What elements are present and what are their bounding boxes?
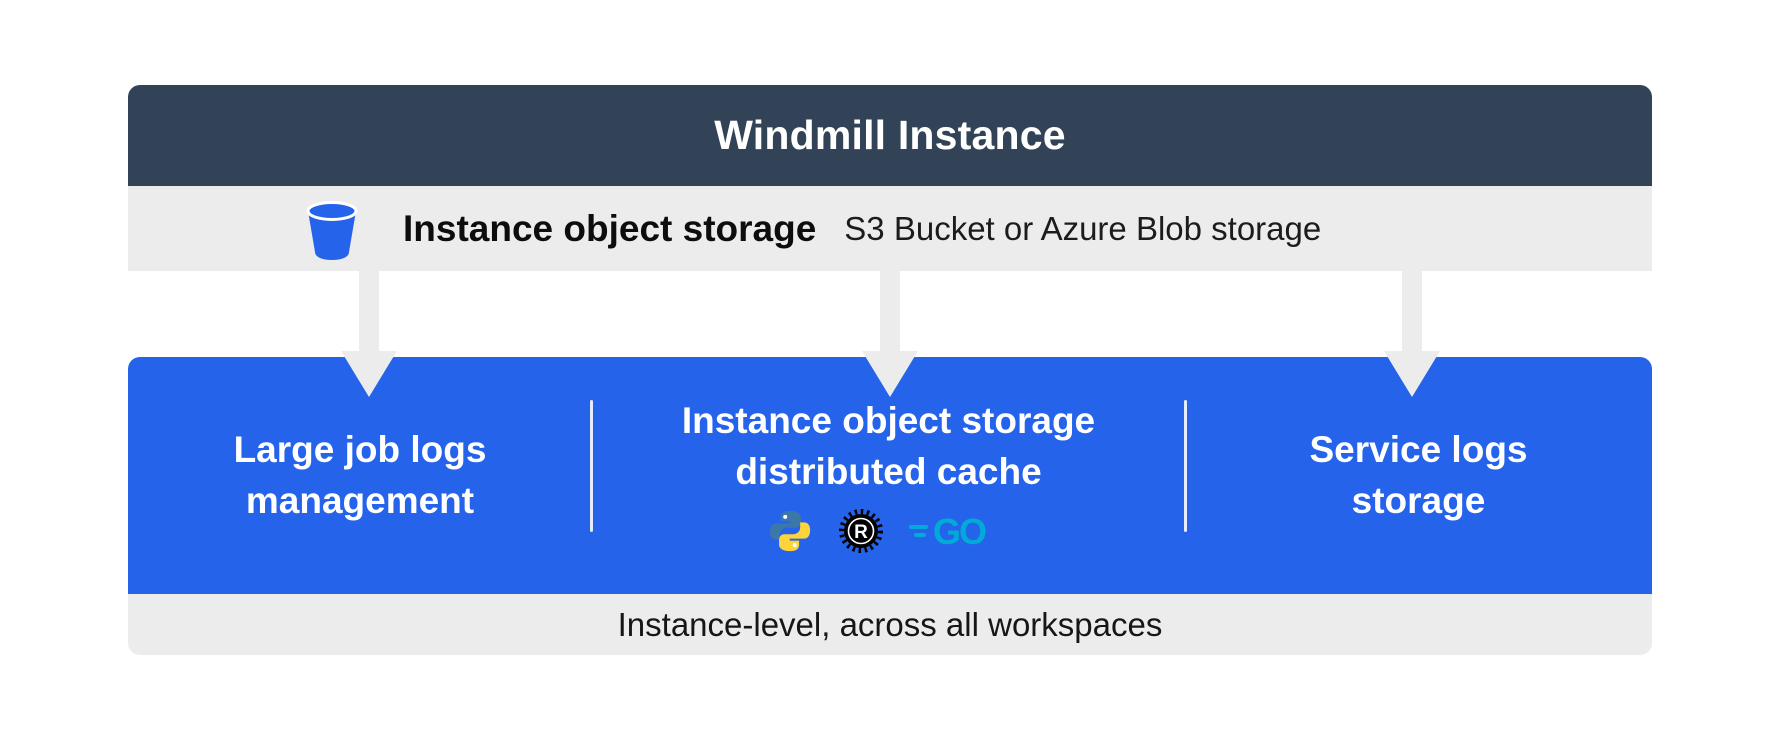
section-title: Instance object storage distributed cach…: [682, 396, 1095, 497]
instance-object-storage-label: Instance object storage: [403, 207, 817, 249]
section-distributed-cache: Instance object storage distributed cach…: [592, 357, 1185, 594]
connector-band-middle: [880, 271, 900, 353]
svg-text:R: R: [854, 522, 868, 543]
diagram-title: Windmill Instance: [714, 112, 1066, 158]
section-divider: [1184, 400, 1187, 532]
instance-object-storage-bar: Instance object storage S3 Bucket or Azu…: [128, 186, 1652, 271]
windmill-instance-header: Windmill Instance: [128, 85, 1652, 186]
language-logos: R GO: [767, 507, 1011, 555]
section-title-line: Instance object storage: [681, 400, 1096, 442]
section-title-line: Service logs: [1309, 429, 1528, 471]
instance-level-footer: Instance-level, across all workspaces: [128, 594, 1652, 655]
section-title-line: distributed cache: [735, 450, 1042, 492]
python-logo: [769, 510, 810, 551]
bucket-icon: [306, 200, 358, 260]
connector-band-left: [359, 271, 379, 353]
section-title-line: management: [245, 479, 475, 521]
arrow-down-icon-left: [341, 351, 397, 397]
footer-label: Instance-level, across all workspaces: [617, 605, 1163, 643]
section-divider: [590, 400, 593, 532]
section-large-job-logs: Large job logs management: [128, 357, 592, 594]
go-logo: GO: [908, 511, 988, 551]
arrow-down-icon-middle: [862, 351, 918, 397]
s3-azure-sublabel: S3 Bucket or Azure Blob storage: [844, 209, 1322, 247]
section-title: Large job logs management: [234, 425, 487, 526]
connector-band-right: [1402, 271, 1422, 353]
svg-text:GO: GO: [933, 511, 986, 551]
section-title-line: Large job logs: [233, 429, 487, 471]
section-title: Service logs storage: [1309, 425, 1527, 526]
section-service-logs: Service logs storage: [1185, 357, 1652, 594]
rust-logo: R: [838, 508, 883, 553]
arrow-down-icon-right: [1384, 351, 1440, 397]
section-title-line: storage: [1351, 479, 1486, 521]
